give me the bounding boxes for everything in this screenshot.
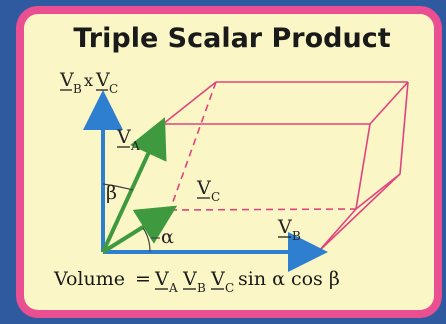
- beta-label: β: [106, 182, 117, 204]
- box-edge: [355, 123, 371, 210]
- svg-text:V: V: [210, 268, 225, 290]
- box-edge: [317, 208, 357, 253]
- svg-text:V: V: [95, 69, 110, 91]
- svg-text:B: B: [73, 82, 82, 96]
- svg-text:B: B: [292, 229, 301, 243]
- alpha-label: α: [161, 226, 174, 248]
- svg-text:V: V: [196, 177, 211, 199]
- parallelepiped: [162, 81, 409, 253]
- svg-text:x: x: [84, 71, 93, 90]
- svg-text:C: C: [109, 82, 118, 96]
- label-vc: V C: [196, 177, 220, 204]
- beta-arc: [102, 183, 134, 191]
- diagram-title: Triple Scalar Product: [73, 23, 390, 54]
- svg-text:V: V: [154, 268, 169, 290]
- volume-equation: Volume = V A V B V C sin α cos β: [53, 268, 340, 295]
- equation-trig: sin α cos β: [238, 268, 340, 290]
- box-edge: [369, 81, 409, 125]
- box-edge: [317, 173, 401, 253]
- diagram-panel: [24, 14, 434, 310]
- svg-text:V: V: [59, 69, 74, 91]
- svg-text:V: V: [182, 268, 197, 290]
- hidden-edge: [169, 208, 357, 211]
- alpha-arc: [142, 227, 151, 253]
- svg-text:B: B: [197, 281, 206, 295]
- equation-lhs: Volume: [53, 268, 125, 290]
- box-edge: [355, 173, 401, 210]
- label-vb-cross-vc: V B x V C: [59, 69, 118, 96]
- equation-equals: =: [135, 268, 151, 290]
- svg-text:V: V: [277, 216, 292, 238]
- box-edge: [399, 81, 409, 175]
- svg-text:A: A: [130, 139, 140, 153]
- box-edge: [162, 81, 217, 125]
- svg-text:C: C: [225, 281, 234, 295]
- vector-vc: [101, 205, 178, 254]
- svg-text:C: C: [211, 190, 220, 204]
- svg-text:A: A: [168, 281, 178, 295]
- label-va: V A: [116, 126, 140, 153]
- pink-border-board: [16, 6, 442, 318]
- svg-text:V: V: [116, 126, 131, 148]
- hidden-edge: [169, 81, 217, 211]
- label-vb: V B: [277, 216, 301, 243]
